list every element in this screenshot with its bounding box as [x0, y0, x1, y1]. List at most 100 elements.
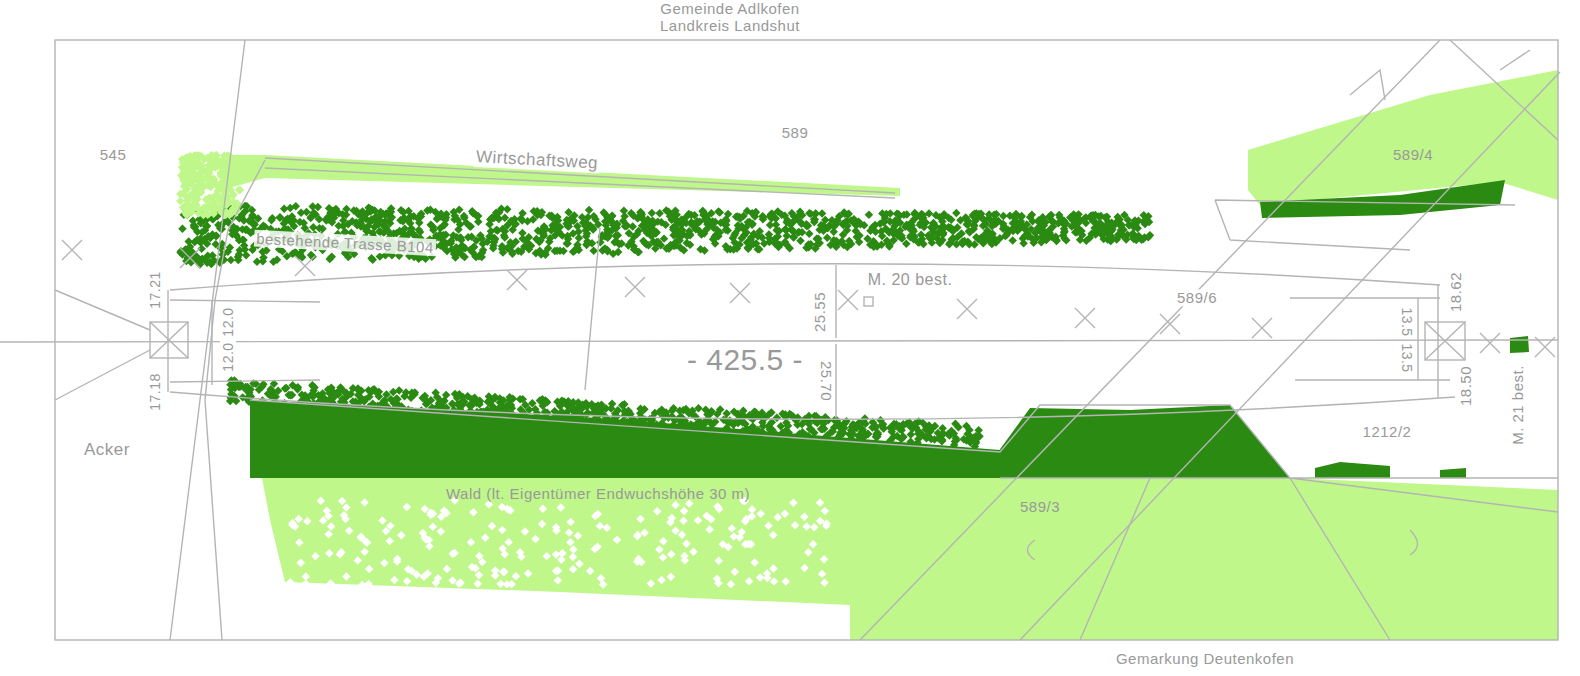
tree-dot — [363, 226, 371, 234]
tree-dot — [533, 207, 541, 215]
tree-dot — [778, 211, 786, 219]
tree-dot — [581, 222, 589, 230]
tree-dot — [717, 218, 725, 226]
tree-dot — [429, 223, 437, 231]
tree-dot — [367, 254, 375, 262]
tree-dot — [947, 215, 955, 223]
tree-dot — [1001, 232, 1009, 240]
tree-dot — [178, 225, 186, 233]
tree-dot — [641, 239, 649, 247]
tree-dot — [334, 390, 342, 398]
tree-dot — [729, 245, 737, 253]
tree-dot — [672, 211, 680, 219]
tree-dot — [307, 251, 315, 259]
tree-dot — [273, 255, 281, 263]
tree-dot — [988, 240, 996, 248]
tree-dot — [193, 235, 201, 243]
tree-dot — [380, 223, 388, 231]
tree-dot — [495, 208, 503, 216]
tree-dot — [964, 220, 972, 228]
tree-dot — [1052, 233, 1060, 241]
tree-dot — [1031, 229, 1039, 237]
tree-dot — [479, 246, 487, 254]
tree-dot — [601, 244, 609, 252]
tree-dot — [539, 230, 547, 238]
tree-dot — [906, 437, 914, 445]
tree-dot — [235, 250, 243, 258]
tree-dot — [928, 224, 936, 232]
tree-dot — [696, 245, 704, 253]
tree-dot — [342, 389, 350, 397]
tree-dot — [1135, 233, 1143, 241]
tree-dot — [589, 247, 597, 255]
tree-dot — [266, 385, 274, 393]
tree-dot — [1062, 220, 1070, 228]
tree-dot — [612, 237, 620, 245]
tree-dot — [936, 239, 944, 247]
tree-dot — [551, 220, 559, 228]
tree-dot — [1120, 211, 1128, 219]
tree-dot — [802, 220, 810, 228]
tree-dot — [1069, 210, 1077, 218]
tree-dot — [433, 215, 441, 223]
tree-dot — [861, 414, 869, 422]
tree-dot — [716, 405, 724, 413]
tree-dot — [543, 408, 551, 416]
tree-dot — [437, 233, 445, 241]
tree-dot — [620, 212, 628, 220]
tree-dot — [755, 227, 763, 235]
tree-dot — [1028, 217, 1036, 225]
tree-dot — [409, 212, 417, 220]
tree-dot — [734, 225, 742, 233]
tree-dot — [1103, 212, 1111, 220]
tree-dot — [752, 208, 760, 216]
tree-dot — [736, 215, 744, 223]
tree-dot — [395, 386, 403, 394]
tree-dot — [348, 217, 356, 225]
tree-dot — [837, 431, 845, 439]
tree-dot — [516, 395, 524, 403]
tree-dot — [1114, 231, 1122, 239]
tree-dot — [755, 245, 763, 253]
tree-dot — [327, 208, 335, 216]
tree-dot — [743, 207, 751, 215]
tree-dot — [282, 384, 290, 392]
tree-dot — [564, 208, 572, 216]
tree-dot — [939, 230, 947, 238]
tree-dot — [569, 398, 577, 406]
tree-dot — [563, 216, 571, 224]
tree-dot — [288, 212, 296, 220]
tree-dot — [889, 225, 897, 233]
tree-dot — [988, 229, 996, 237]
tree-dot — [324, 385, 332, 393]
tree-dot — [488, 213, 496, 221]
tree-dot — [498, 225, 506, 233]
tree-dot — [1009, 227, 1017, 235]
tree-dot — [603, 233, 611, 241]
tree-dot — [399, 217, 407, 225]
tree-dot — [970, 240, 978, 248]
tree-dot — [338, 210, 346, 218]
tree-dot — [839, 231, 847, 239]
tree-dot — [1100, 230, 1108, 238]
tree-dot — [883, 237, 891, 245]
tree-dot — [392, 395, 400, 403]
tree-dot — [651, 244, 659, 252]
tree-dot — [795, 211, 803, 219]
tree-dot — [1082, 219, 1090, 227]
tree-dot — [339, 216, 347, 224]
tree-dot — [964, 219, 972, 227]
tree-dot — [969, 212, 977, 220]
tree-dot — [426, 206, 434, 214]
forest-area — [262, 478, 1558, 640]
tree-dot — [464, 233, 472, 241]
tree-dot — [866, 226, 874, 234]
tree-dot — [669, 404, 677, 412]
tree-dot — [805, 229, 813, 237]
tree-dot — [866, 241, 874, 249]
tree-dot — [630, 245, 638, 253]
tree-dot — [471, 211, 479, 219]
tree-dot — [366, 204, 374, 212]
tree-dot — [839, 221, 847, 229]
tree-dot — [831, 240, 839, 248]
